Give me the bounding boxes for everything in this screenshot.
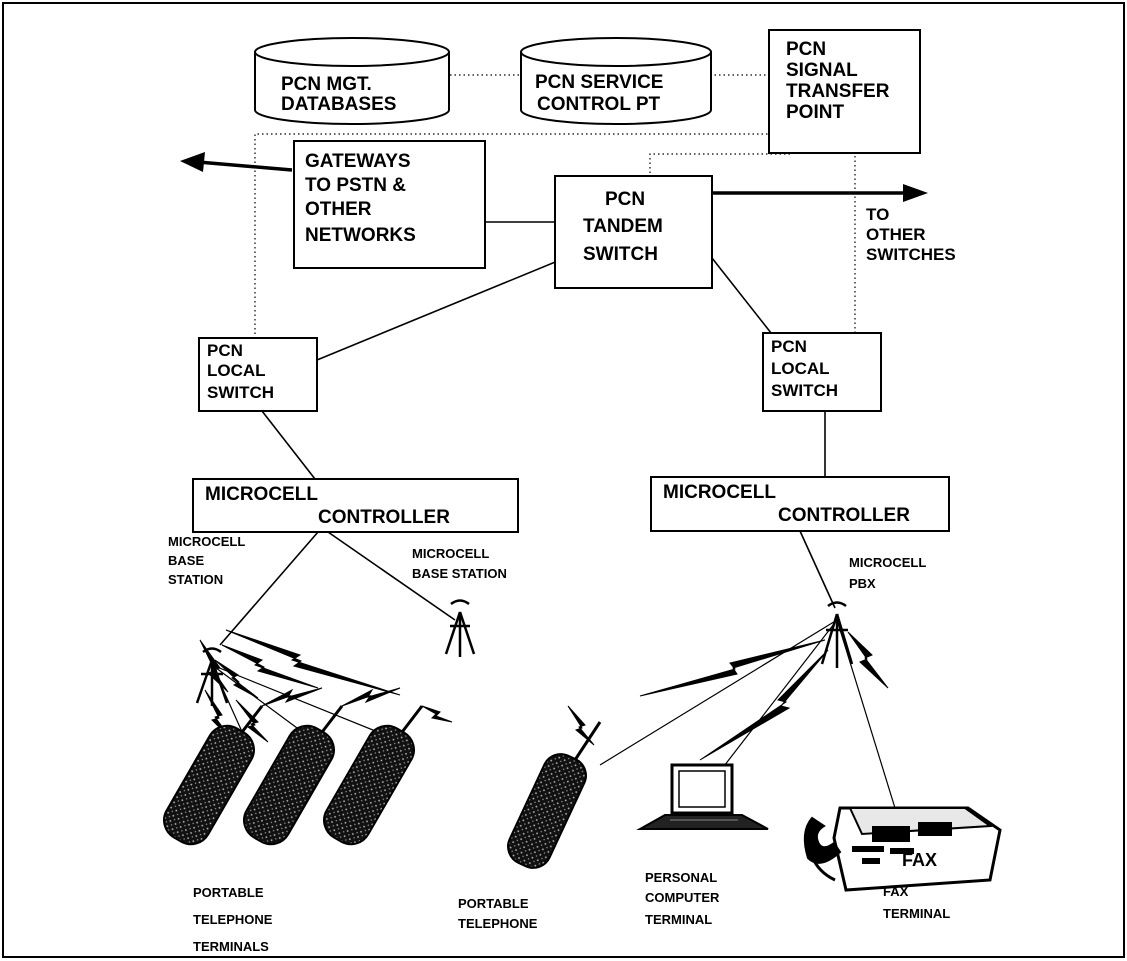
antenna-pbx-tower-icon [820, 601, 854, 668]
microcell-controller-right-box: MICROCELL CONTROLLER [650, 476, 950, 532]
local-right-line3: SWITCH [771, 381, 838, 400]
portable-telephone-single-icon [507, 721, 602, 869]
local-left-line3: SWITCH [207, 383, 274, 402]
local-switch-left-box: PCN LOCAL SWITCH [198, 337, 318, 412]
controller-left-line2: CONTROLLER [318, 507, 450, 528]
pc-line2: COMPUTER [645, 890, 720, 905]
local-right-line2: LOCAL [771, 359, 830, 378]
bs-right-line2: BASE STATION [412, 566, 507, 581]
bs-left-line3: STATION [168, 572, 223, 587]
pc-line1: PERSONAL [645, 870, 717, 885]
portable-telephone-3-icon [323, 705, 424, 846]
bs-right-line1: MICROCELL [412, 546, 489, 561]
fax-device-label: FAX [902, 850, 937, 870]
pt-line1: PORTABLE [193, 885, 264, 900]
scp-line2: CONTROL PT [537, 94, 661, 115]
stp-line3: TRANSFER [786, 81, 890, 102]
pbx-line2: PBX [849, 576, 876, 591]
link-left-controller-bs1 [219, 531, 319, 646]
scp-line1: PCN SERVICE [535, 72, 663, 93]
portable-telephone-2-icon [243, 705, 344, 846]
microcell-controller-left-box: MICROCELL CONTROLLER [192, 478, 519, 533]
controller-right-line2: CONTROLLER [778, 505, 910, 526]
fax-terminal-label: FAX TERMINAL [883, 884, 950, 921]
pbx-line1: MICROCELL [849, 555, 926, 570]
gateways-line1: GATEWAYS [305, 151, 411, 172]
tandem-line1: PCN [605, 189, 645, 210]
mgt-databases-cylinder: PCN MGT. DATABASES [254, 37, 450, 125]
pc-line3: TERMINAL [645, 912, 712, 927]
base-station-left-label: MICROCELL BASE STATION [168, 534, 245, 587]
tandem-line3: SWITCH [583, 244, 658, 265]
stp-line4: POINT [786, 102, 844, 123]
base-station-right-label: MICROCELL BASE STATION [412, 546, 507, 581]
fax-line1: FAX [883, 884, 909, 899]
service-control-point-cylinder: PCN SERVICE CONTROL PT [520, 37, 712, 125]
local-right-line1: PCN [771, 337, 807, 356]
stp-line2: SIGNAL [786, 60, 858, 81]
gateways-box: GATEWAYS TO PSTN & OTHER NETWORKS [293, 140, 486, 269]
arrow-to-external-networks-head [180, 152, 205, 172]
to-other-line2: OTHER [866, 225, 926, 244]
to-other-line1: TO [866, 205, 889, 224]
link-left-local-controller [261, 410, 316, 480]
local-left-line1: PCN [207, 341, 243, 360]
controller-right-line1: MICROCELL [663, 482, 776, 503]
personal-computer-icon [636, 763, 769, 830]
link-stp-right-local [854, 139, 920, 333]
link-right-controller-pbx [799, 530, 836, 609]
ptel-line1: PORTABLE [458, 896, 529, 911]
mgt-databases-line1: PCN MGT. [281, 74, 372, 95]
antenna-middle-tower-icon [444, 599, 476, 657]
bs-left-line2: BASE [168, 553, 204, 568]
pc-terminal-label: PERSONAL COMPUTER TERMINAL [645, 870, 720, 927]
bs-left-line1: MICROCELL [168, 534, 245, 549]
pt-line2: TELEPHONE [193, 912, 273, 927]
ptel-line2: TELEPHONE [458, 916, 538, 931]
link-stp-tandem [649, 153, 790, 175]
fax-machine-icon: FAX [803, 806, 1002, 892]
pt-line3: TERMINALS [193, 939, 269, 954]
tandem-line2: TANDEM [583, 216, 663, 237]
gateways-line2: TO PSTN & [305, 175, 406, 196]
phone-antenna-bolts [261, 687, 453, 723]
gateways-line3: OTHER [305, 199, 372, 220]
portable-telephone-1-icon [163, 705, 264, 846]
portable-terminals-label: PORTABLE TELEPHONE TERMINALS [193, 885, 273, 954]
fax-line2: TERMINAL [883, 906, 950, 921]
gateways-line4: NETWORKS [305, 225, 416, 246]
arrow-to-external-networks [197, 160, 293, 172]
pbx-label: MICROCELL PBX [849, 555, 926, 591]
to-other-line3: SWITCHES [866, 245, 956, 264]
radio-links-right [567, 631, 889, 761]
local-switch-right-box: PCN LOCAL SWITCH [762, 332, 882, 412]
controller-left-line1: MICROCELL [205, 484, 318, 505]
mgt-databases-line2: DATABASES [281, 94, 396, 115]
portable-telephone-label: PORTABLE TELEPHONE [458, 896, 538, 931]
link-tandem-left-local [316, 257, 566, 361]
signal-transfer-point-box: PCN SIGNAL TRANSFER POINT [768, 29, 921, 154]
arrow-to-other-switches-head [903, 184, 928, 202]
local-left-line2: LOCAL [207, 361, 266, 380]
to-other-switches-label: TO OTHER SWITCHES [866, 205, 956, 264]
tandem-switch-box: PCN TANDEM SWITCH [554, 175, 713, 289]
link-left-controller-bs2 [327, 531, 456, 621]
stp-line1: PCN [786, 39, 826, 60]
link-tandem-right-local [711, 257, 776, 339]
